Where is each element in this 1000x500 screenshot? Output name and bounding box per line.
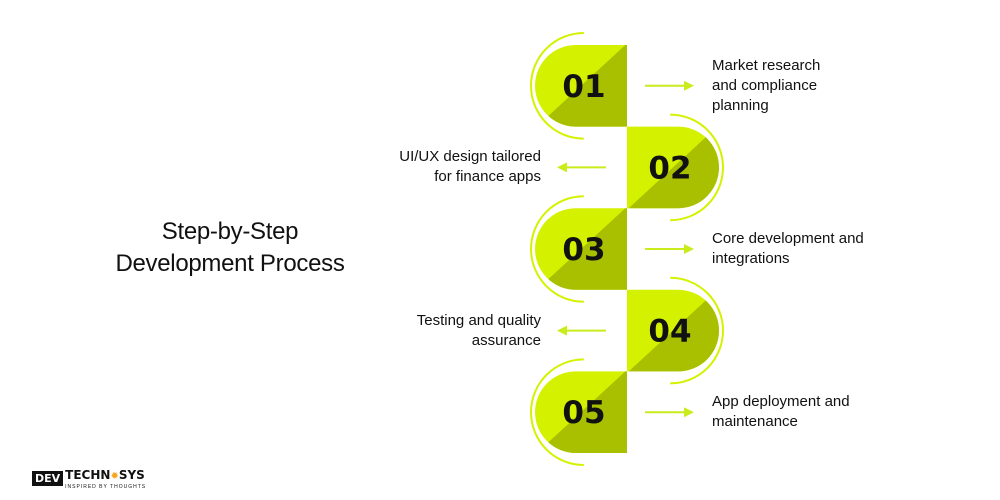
description-line: Market research (712, 56, 821, 74)
step-01-number: 01 (562, 69, 605, 105)
step-05-arc (530, 358, 584, 466)
description-line: Testing and quality (416, 311, 541, 329)
logo-brand: TECHN✹SYS (65, 468, 145, 482)
description-line: UI/UX design tailored (399, 148, 541, 166)
description-line: maintenance (712, 413, 798, 431)
logo-tagline: INSPIRED BY THOUGHTS (65, 484, 147, 490)
step-03-number: 03 (562, 232, 605, 268)
description-line: and compliance (712, 76, 818, 94)
title-line-2: Development Process (115, 250, 345, 277)
arrow-left-icon (557, 325, 567, 336)
step-04-description: Testing and quality assurance (417, 311, 541, 351)
step-04-arc (670, 276, 724, 385)
description-line: App deployment and (712, 393, 850, 411)
step-02-number: 02 (648, 150, 691, 186)
description-line: for finance apps (434, 168, 541, 186)
step-03-arc (530, 195, 584, 303)
description-line: integrations (712, 250, 790, 267)
title-line-1: Step-by-Step (161, 218, 299, 245)
company-logo: DEV TECHN✹SYS INSPIRED BY THOUGHTS (32, 466, 146, 490)
logo-mark: DEV (32, 470, 64, 486)
description-line: Core development and (712, 230, 864, 247)
step-05-number: 05 (562, 395, 605, 431)
step-02-arc (670, 113, 724, 222)
step-04-number: 04 (648, 314, 691, 350)
step-01-description: Market research and compliance planning (712, 56, 820, 116)
step-02-description: UI/UX design tailored for finance apps (399, 147, 541, 187)
step-01-arc (530, 32, 584, 140)
logo-gear-icon: ✹ (110, 471, 119, 482)
arrow-left-icon (557, 162, 567, 173)
arrow-right-icon (684, 80, 694, 91)
description-line: assurance (471, 331, 541, 349)
description-line: planning (712, 96, 769, 114)
page-title: Step-by-Step Development Process (80, 216, 380, 280)
step-03-description: Core development and integrations (712, 229, 864, 269)
arrow-right-icon (684, 244, 694, 254)
step-05-description: App deployment and maintenance (712, 392, 850, 432)
arrow-right-icon (684, 407, 694, 418)
